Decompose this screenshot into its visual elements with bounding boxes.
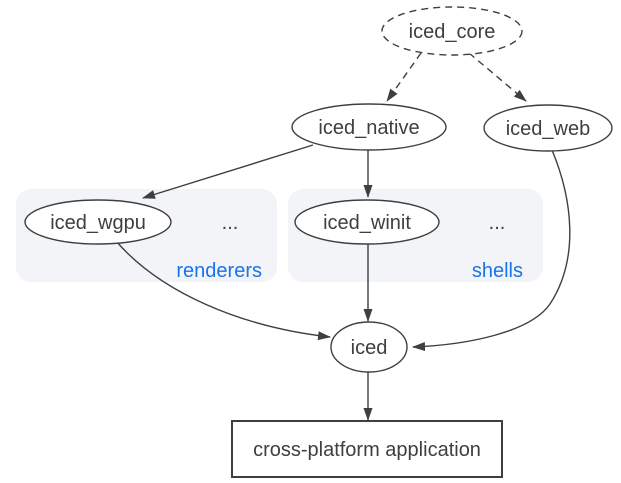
node-iced: iced (330, 321, 408, 373)
node-iced-wgpu-label: iced_wgpu (50, 212, 146, 234)
node-iced-core-label: iced_core (409, 21, 496, 43)
cluster-shells-label: shells (472, 260, 523, 282)
node-iced-native-shape (291, 103, 447, 151)
edge-wgpu-to-iced (115, 240, 331, 341)
node-iced-wgpu-shape (24, 199, 172, 245)
node-iced-web: iced_web (483, 104, 613, 152)
cluster-shells-ellipsis: ... (489, 212, 506, 234)
node-iced-shape (330, 321, 408, 373)
cluster-renderers-label: renderers (176, 260, 262, 282)
node-iced-core: iced_core (381, 6, 523, 56)
node-cross-platform-application-shape (231, 420, 503, 478)
node-iced-winit-shape (294, 199, 440, 245)
edge-core-to-web (468, 52, 527, 102)
node-iced-label: iced (351, 337, 388, 359)
node-iced-native-label: iced_native (318, 117, 419, 139)
node-iced-core-shape (381, 6, 523, 56)
node-iced-web-label: iced_web (506, 118, 591, 140)
edge-web-to-iced (412, 149, 571, 352)
node-cross-platform-application-label: cross-platform application (253, 439, 481, 461)
node-cross-platform-application: cross-platform application (231, 420, 503, 478)
node-iced-winit-label: iced_winit (323, 212, 411, 234)
node-iced-wgpu: iced_wgpu (24, 199, 172, 245)
edges (115, 52, 571, 421)
cluster-renderers-ellipsis: ... (222, 212, 239, 234)
edge-core-to-native (386, 52, 422, 102)
node-iced-winit: iced_winit (294, 199, 440, 245)
edge-native-to-wgpu (142, 144, 314, 199)
node-iced-web-shape (483, 104, 613, 152)
node-iced-native: iced_native (291, 103, 447, 151)
